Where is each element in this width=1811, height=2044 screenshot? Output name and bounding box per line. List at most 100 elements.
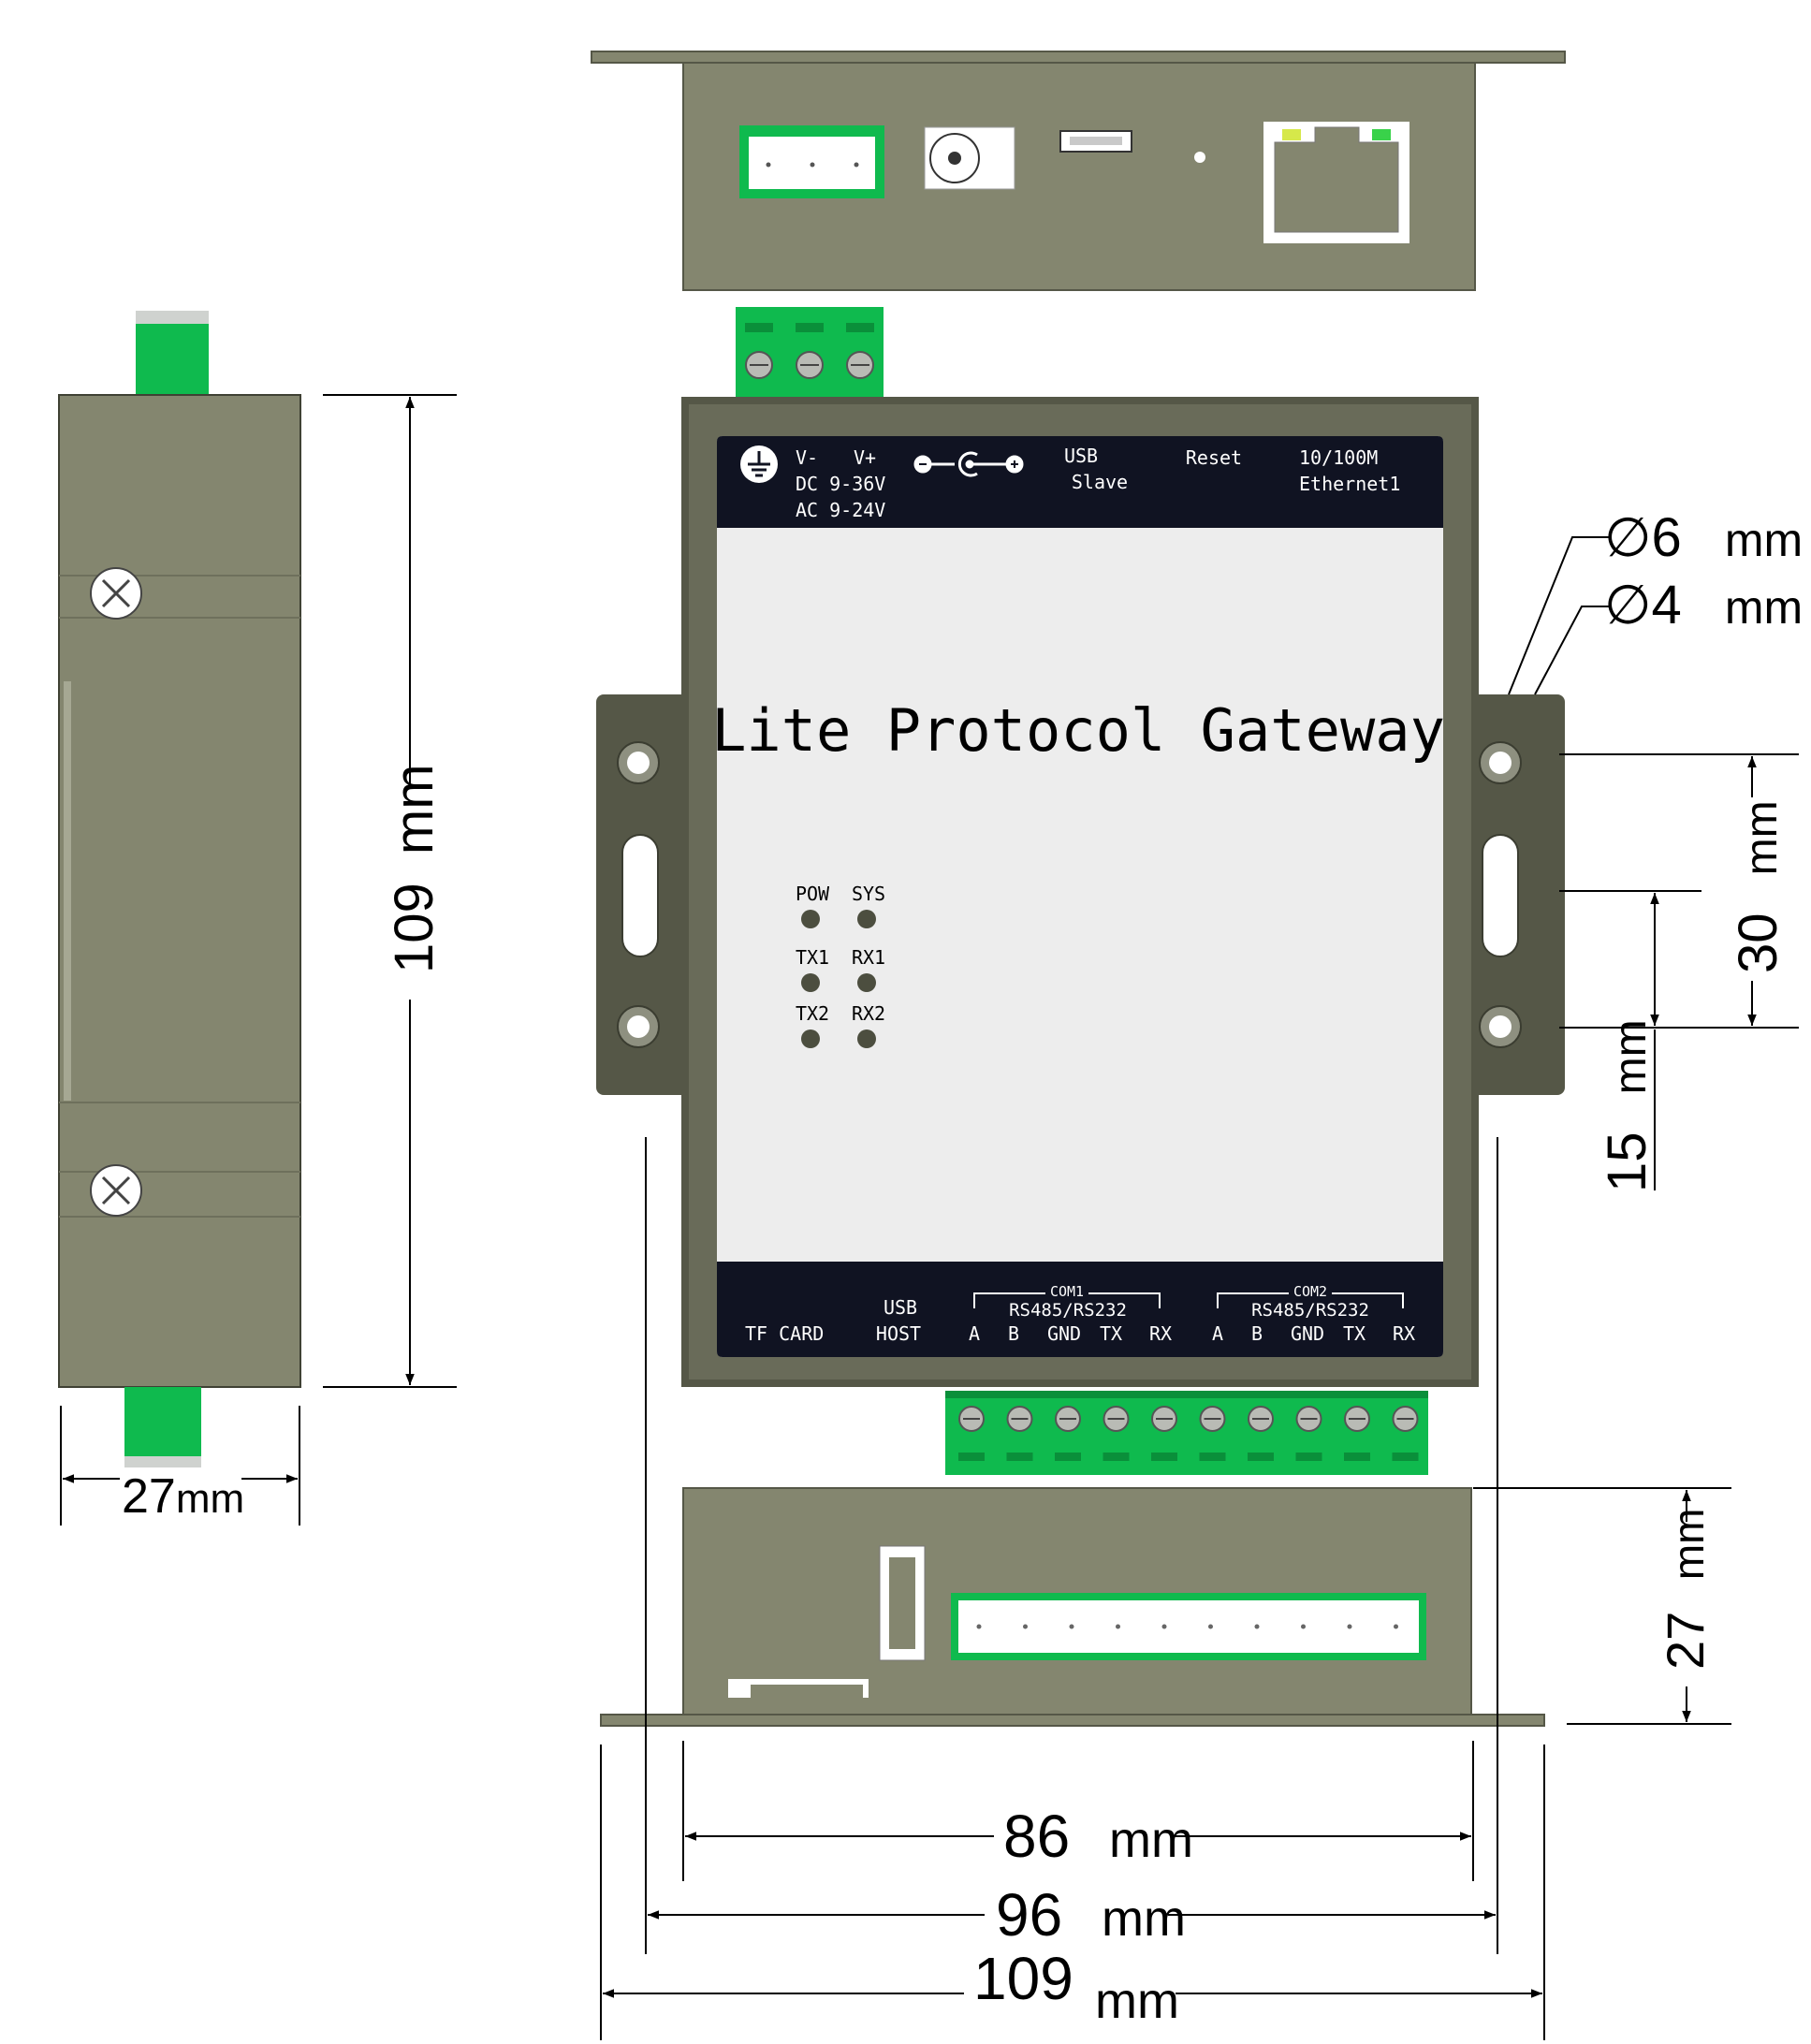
mount-slot-icon: [621, 834, 659, 957]
pin-com2-b: B: [1251, 1322, 1263, 1345]
terminal-wire-entry: [1199, 1453, 1226, 1461]
led-indicator-grid: POW SYS TX1 RX1 TX2 RX2: [796, 883, 885, 1048]
front-view: V- V+ DC 9-36V AC 9-24V USB Slave Reset …: [596, 307, 1565, 1475]
dim-width-body-unit: mm: [1109, 1812, 1193, 1868]
plug-pin: [1394, 1624, 1398, 1629]
power-terminal-block: [736, 307, 884, 397]
terminal-wire-entry: [1248, 1453, 1274, 1461]
led-rx2: [857, 1029, 876, 1048]
serial-terminal-screws: [958, 1406, 1419, 1461]
bottom-view: [600, 1487, 1545, 1727]
label-slave: Slave: [1072, 471, 1128, 493]
dim-height-side-value: 109: [384, 883, 445, 973]
label-dc-range: DC 9-36V: [796, 473, 885, 495]
dim-width-holes-value: 96: [996, 1881, 1062, 1949]
dim-width-body: 86 mm: [685, 1803, 1471, 1870]
mount-hole-icon: [617, 1005, 660, 1048]
svg-text:86 mm: 86 mm: [1003, 1803, 1193, 1870]
led-pow: [801, 910, 820, 928]
led-label-rx1: RX1: [852, 946, 885, 969]
label-ac-range: AC 9-24V: [796, 499, 885, 521]
label-usb-host-bottom: HOST: [876, 1322, 921, 1345]
dim-hole-offset: 15 mm: [1597, 893, 1659, 1192]
side-housing: [58, 394, 301, 1388]
label-com1: COM1: [1050, 1283, 1084, 1300]
label-com2-type: RS485/RS232: [1251, 1300, 1369, 1321]
pin-com2-tx: TX: [1343, 1322, 1366, 1345]
mount-hole-icon: [617, 741, 660, 784]
label-eth-speed: 10/100M: [1299, 446, 1378, 469]
mount-hole-icon: [1479, 1005, 1522, 1048]
top-label-band: [717, 436, 1443, 528]
svg-text:96 mm: 96 mm: [996, 1881, 1186, 1949]
serial-plug-pins: [976, 1624, 1398, 1629]
side-top-connector: [136, 311, 209, 395]
label-com1-type: RS485/RS232: [1009, 1300, 1127, 1321]
serial-terminal-block: [945, 1391, 1428, 1475]
ground-symbol-icon: [740, 445, 778, 483]
mount-hole-icon: [1479, 741, 1522, 784]
serial-terminal-plug: [951, 1593, 1426, 1660]
led-sys: [857, 910, 876, 928]
dim-hole-spacing-value: 30: [1728, 912, 1789, 973]
led-label-tx1: TX1: [796, 946, 829, 969]
rj45-port-icon: [1263, 122, 1409, 243]
dim-hole-6-unit: mm: [1725, 514, 1803, 566]
usb-host-port-icon: [879, 1545, 926, 1661]
terminal-wire-entry: [1392, 1453, 1419, 1461]
tf-card-slot-icon: [728, 1679, 869, 1698]
terminal-wire-entry: [1006, 1453, 1033, 1461]
label-eth-name: Ethernet1: [1299, 473, 1400, 495]
dim-hole-offset-unit: mm: [1606, 1019, 1656, 1094]
dim-height-side-unit: mm: [384, 764, 445, 854]
pin-com2-rx: RX: [1393, 1322, 1415, 1345]
svg-text:∅6 mm: ∅6 mm: [1604, 507, 1803, 568]
dim-depth-bottom-value: 27: [1656, 1612, 1715, 1670]
dim-width-body-value: 86: [1003, 1803, 1070, 1870]
mount-screw-icon: [90, 567, 142, 620]
side-view: [58, 311, 301, 1467]
led-label-sys: SYS: [852, 883, 885, 905]
label-com2: COM2: [1293, 1283, 1327, 1300]
svg-text:109 mm: 109 mm: [384, 764, 445, 973]
led-rx1: [857, 973, 876, 992]
label-usb: USB: [1064, 445, 1098, 467]
plug-pin: [1069, 1624, 1074, 1629]
pin-com2-gnd: GND: [1291, 1322, 1324, 1345]
pin-com1-a: A: [969, 1322, 980, 1345]
mount-slot-icon: [1482, 834, 1519, 957]
svg-text:27 mm: 27 mm: [1656, 1509, 1715, 1671]
terminal-wire-entry: [958, 1453, 985, 1461]
dim-width-holes: 96 mm: [648, 1881, 1496, 1949]
terminal-wire-entry: [1295, 1453, 1322, 1461]
terminal-wire-entry: [1055, 1453, 1081, 1461]
plug-pin: [1208, 1624, 1213, 1629]
dim-hole-4-value: ∅4: [1604, 575, 1682, 635]
dim-hole-4-unit: mm: [1725, 581, 1803, 634]
plug-pin: [1301, 1624, 1306, 1629]
svg-text:∅4 mm: ∅4 mm: [1604, 575, 1803, 635]
dim-hole-spacing-unit: mm: [1737, 800, 1787, 875]
bottom-label-band: [717, 1262, 1443, 1357]
led-label-pow: POW: [796, 883, 830, 905]
dim-width-lines: [600, 1137, 1545, 2040]
device-title: Lite Protocol Gateway: [711, 696, 1445, 765]
dim-width-total-value: 109: [973, 1945, 1073, 2012]
terminal-wire-entry: [1151, 1453, 1177, 1461]
dim-width-total-unit: mm: [1095, 1973, 1179, 2029]
side-bottom-connector: [124, 1387, 201, 1462]
led-label-rx2: RX2: [852, 1002, 885, 1025]
terminal-wire-entry: [1103, 1453, 1130, 1461]
led-tx2: [801, 1029, 820, 1048]
dim-depth-bottom-unit: mm: [1664, 1509, 1713, 1581]
led-label-tx2: TX2: [796, 1002, 829, 1025]
dim-hole-spacing: 30 mm: [1559, 753, 1799, 1029]
dim-hole-offset-value: 15: [1597, 1132, 1658, 1192]
pin-com1-tx: TX: [1100, 1322, 1122, 1345]
plug-pin: [1254, 1624, 1260, 1629]
plug-pin: [1116, 1624, 1120, 1629]
reset-hole-icon: [1194, 152, 1205, 163]
label-v-minus: V-: [796, 446, 818, 469]
plug-pin: [1023, 1624, 1028, 1629]
